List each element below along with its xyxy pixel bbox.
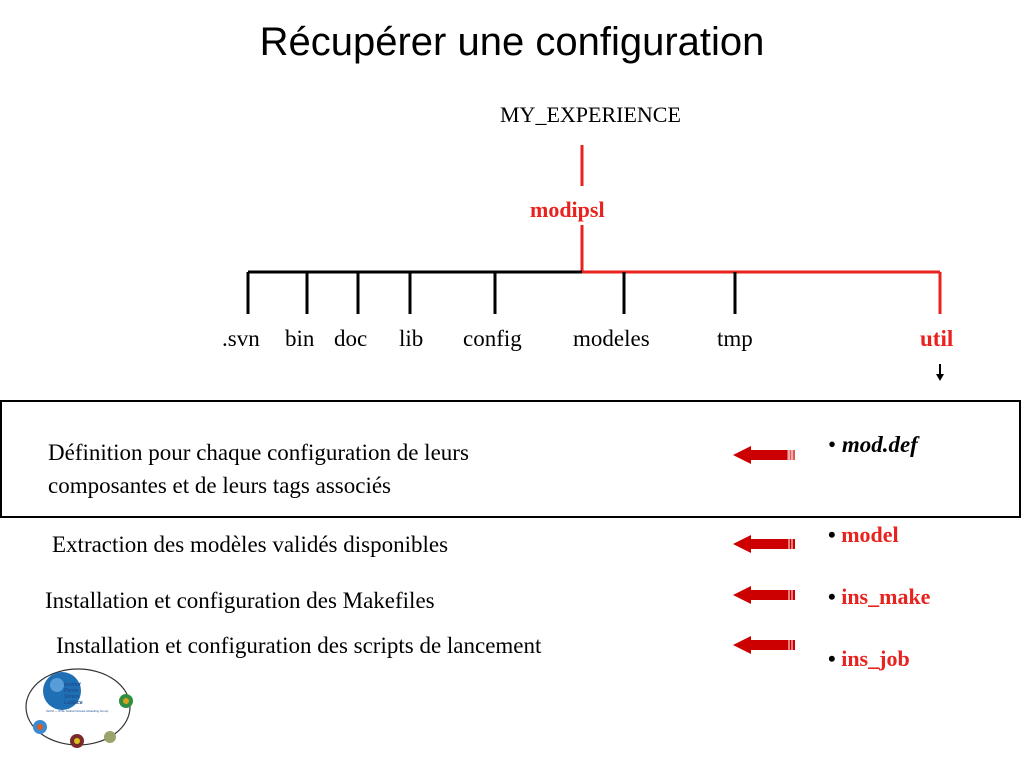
mod-def-description-line1: Définition pour chaque configuration de … [48, 440, 469, 465]
arrow-left-icon [733, 586, 795, 604]
mod-def-box [0, 400, 1021, 518]
bullet-ins-job: • ins_job [828, 646, 910, 672]
bullet-ins-make-label: ins_make [841, 584, 931, 609]
bullet-dot: • [828, 646, 836, 671]
arrow-left-icon [733, 446, 795, 464]
mod-def-description-line2: composantes et de leurs tags associés [48, 473, 391, 498]
bullet-mod-def-label: mod.def [841, 432, 918, 457]
arrow-left-icon [733, 535, 795, 553]
arrow-left-icon [733, 636, 795, 654]
bullet-dot: • [828, 432, 837, 457]
logo-word-laplace: Laplace [64, 700, 83, 706]
dir-modeles: modeles [573, 326, 650, 351]
bullet-ins-job-label: ins_job [841, 646, 910, 671]
dir-tmp: tmp [717, 326, 753, 351]
ins-make-description: Installation et configuration des Makefi… [45, 588, 435, 613]
bullet-model-label: model [841, 522, 899, 547]
dir-svn: .svn [222, 326, 260, 351]
tree-parent-label: modipsl [530, 197, 605, 222]
dir-bin: bin [285, 326, 315, 351]
util-down-arrow-head [936, 374, 944, 381]
bullet-ins-make: • ins_make [828, 584, 930, 610]
logo-word-institut: Institut [64, 682, 81, 688]
dir-lib: lib [399, 326, 424, 351]
logo-caption: IGCM — IPSL Global Climate Modelling Gro… [46, 709, 109, 713]
dir-util: util [920, 326, 954, 351]
logo-word-pierre: Pierre [64, 688, 78, 694]
tree-root-label: MY_EXPERIENCE [500, 102, 681, 127]
bullet-dot: • [828, 522, 836, 547]
bullet-model: • model [828, 522, 899, 548]
dir-config: config [463, 326, 522, 351]
ipsl-logo [25, 668, 133, 748]
logo-word-simon: Simon [64, 694, 79, 700]
ins-job-description: Installation et configuration des script… [56, 633, 542, 658]
model-description: Extraction des modèles validés disponibl… [52, 532, 449, 557]
dir-doc: doc [334, 326, 368, 351]
page-title: Récupérer une configuration [259, 20, 765, 64]
bullet-dot: • [828, 584, 836, 609]
bullet-mod-def: • mod.def [828, 432, 918, 458]
